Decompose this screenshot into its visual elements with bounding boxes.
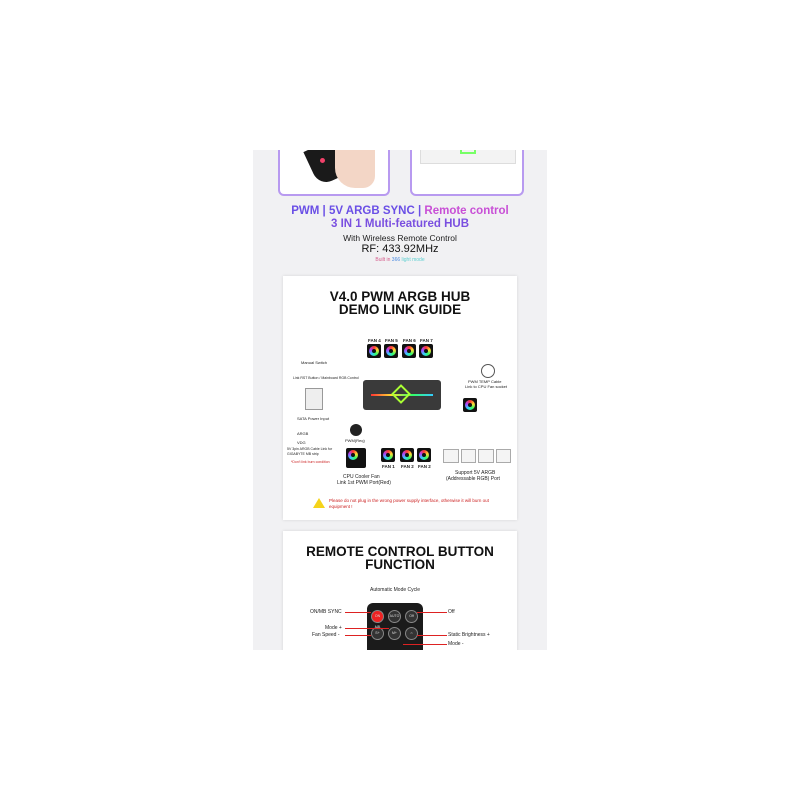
- label: Link to CPU Fan socket: [465, 384, 508, 389]
- label: Off: [448, 609, 455, 615]
- label: Automatic Mode Cycle: [370, 587, 421, 593]
- fan-label: FAN 6: [403, 338, 416, 343]
- label: 5V 3pin ARGB Cable Link for GIGABYTE MB …: [287, 447, 333, 456]
- label: PWM(Req): [345, 438, 365, 443]
- warning-icon: [313, 498, 325, 508]
- label: Support 5V ARGB: [455, 470, 496, 476]
- hub-image: [410, 150, 524, 196]
- product-description-column: PWM | 5V ARGB SYNC | Remote control 3 IN…: [253, 150, 547, 650]
- remote-control-icon: ON MB AUTO Off S+ M+ ⌂: [367, 603, 423, 650]
- built-in-modes: Built in 366 light mode: [253, 257, 547, 263]
- fan-label: FAN 7: [420, 338, 433, 343]
- label: Mode +: [325, 625, 342, 631]
- fan-icon: [463, 398, 477, 412]
- warning-text: Please do not plug in the wrong power su…: [329, 498, 489, 509]
- fan-icon: [384, 344, 398, 358]
- fan-icon: [400, 448, 414, 462]
- fan-icon: [367, 344, 381, 358]
- frequency: RF: 433.92MHz: [361, 243, 439, 255]
- headline-part2: Remote control: [424, 205, 509, 217]
- label: ARGB: [297, 431, 309, 436]
- hub-guide-title-line1: V4.0 PWM ARGB HUB: [329, 289, 471, 304]
- label: Static Brightness +: [448, 632, 490, 638]
- label: Mode -: [448, 641, 464, 647]
- pointer-line: [345, 635, 371, 636]
- pwm-temp-cable-icon: [481, 364, 495, 378]
- headline: PWM | 5V ARGB SYNC | Remote control: [253, 205, 547, 217]
- pointer-line: [417, 635, 447, 636]
- pointer-line: [345, 612, 371, 613]
- remote-button: ⌂: [405, 627, 418, 640]
- label: Link 1st PWM Port(Red): [337, 480, 391, 486]
- label: Manual Switch: [301, 360, 328, 365]
- remote-hand-image: [278, 150, 390, 196]
- label: CPU Cooler Fan: [343, 474, 380, 480]
- label: Fan Speed -: [312, 632, 340, 638]
- remote-button: AUTO: [388, 610, 401, 623]
- remote-button: S+: [371, 627, 384, 640]
- fan-label: FAN 5: [385, 338, 398, 343]
- fan-label: FAN 2: [401, 464, 414, 469]
- built-in-count: 366: [391, 257, 401, 263]
- argb-hub-icon: [363, 380, 441, 410]
- remote-button: ON MB: [371, 610, 384, 629]
- label: (Addressable RGB) Port: [446, 476, 500, 482]
- sata-connector-icon: [305, 388, 323, 410]
- label: SATA Power Input: [297, 416, 330, 421]
- fan-label: FAN 1: [382, 464, 395, 469]
- fan-label: FAN 4: [368, 338, 381, 343]
- remote-title-line1: REMOTE CONTROL BUTTON: [306, 544, 494, 559]
- pointer-line: [403, 644, 447, 645]
- label: VDG: [297, 440, 306, 445]
- subtitle: With Wireless Remote Control: [343, 233, 457, 243]
- cpu-fan-icon: [346, 448, 366, 468]
- remote-button: M+: [388, 627, 401, 640]
- remote-title-line2: FUNCTION: [365, 557, 435, 572]
- fan-icon: [381, 448, 395, 462]
- label: *Don't link burn condition: [291, 460, 330, 464]
- headline-line2: 3 IN 1 Multi-featured HUB: [330, 218, 469, 230]
- fan-icon: [419, 344, 433, 358]
- remote-button: Off: [405, 610, 418, 623]
- fan-icon: [417, 448, 431, 462]
- pwm-icon: [350, 424, 362, 436]
- built-in-label: Built in: [375, 257, 391, 263]
- fan-icon: [402, 344, 416, 358]
- label: PWM TEMP Cable: [468, 379, 502, 384]
- label: ON/MB SYNC: [310, 609, 342, 615]
- pointer-line: [417, 612, 447, 613]
- headline-part1: PWM | 5V ARGB SYNC |: [291, 205, 425, 217]
- pointer-line: [345, 628, 389, 629]
- fan-label: FAN 2: [418, 464, 431, 469]
- hub-guide-title-line2: DEMO LINK GUIDE: [338, 302, 462, 317]
- argb-ports-icon: [443, 449, 511, 463]
- label: Link RST Button / Mainboard RGB Control: [293, 376, 359, 380]
- built-in-suffix: light mode: [401, 257, 425, 263]
